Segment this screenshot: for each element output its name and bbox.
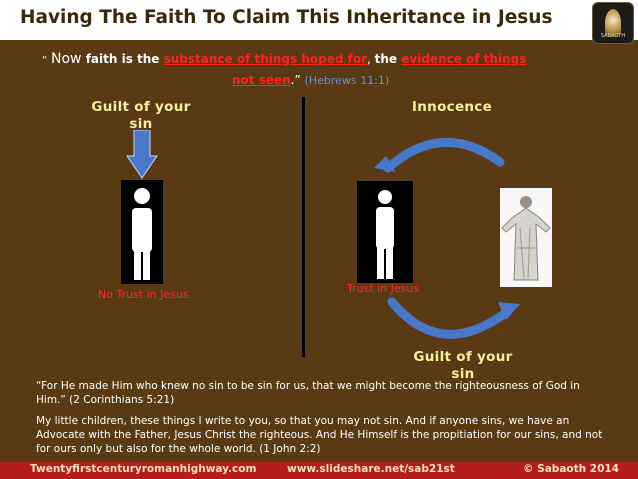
hebrews-quote-line-1: “ Now faith is the substance of things h… xyxy=(42,51,526,67)
quote-comma: , xyxy=(367,52,375,66)
trusting-person-box xyxy=(357,181,413,283)
logo-emblem xyxy=(605,9,621,37)
footer-copyright: © Sabaoth 2014 xyxy=(523,463,619,475)
quote-now: Now xyxy=(51,51,82,67)
footer-site[interactable]: Twentyfirstcenturyromanhighway.com xyxy=(30,463,257,475)
footer-url[interactable]: www.slideshare.net/sab21st xyxy=(287,463,455,475)
quote-evidence-1: evidence of things xyxy=(401,52,527,66)
quote-close: .” xyxy=(290,73,305,87)
quote-the: the xyxy=(374,52,402,66)
panel-divider xyxy=(302,97,305,357)
left-guilt-label: Guilt of your sin xyxy=(91,99,191,132)
hebrews-quote-line-2: not seen.” (Hebrews 11:1) xyxy=(232,73,389,87)
jesus-image-box xyxy=(500,188,552,287)
quote-evidence-2: not seen xyxy=(232,73,291,87)
curved-arrow-icon xyxy=(374,138,505,173)
guilty-person-box xyxy=(121,180,163,284)
quote-reference: (Hebrews 11:1) xyxy=(304,74,390,87)
no-trust-status: No Trust in Jesus xyxy=(98,288,189,301)
right-guilt-label: Guilt of your sin xyxy=(413,349,513,382)
jesus-figure-icon xyxy=(501,196,551,281)
logo-text: SABAOTH xyxy=(600,33,626,39)
slide-title: Having The Faith To Claim This Inheritan… xyxy=(20,7,553,28)
title-bar: Having The Faith To Claim This Inheritan… xyxy=(0,0,638,44)
corinthians-verse: “For He made Him who knew no sin to be s… xyxy=(36,380,580,406)
person-silhouette-icon xyxy=(132,188,152,280)
quote-open: “ xyxy=(42,55,48,66)
down-arrow-icon xyxy=(126,130,158,179)
sabaoth-logo-icon: SABAOTH xyxy=(592,2,634,44)
trust-status: Trust in Jesus xyxy=(347,282,420,295)
john-verse: My little children, these things I write… xyxy=(36,415,603,455)
innocence-label: Innocence xyxy=(411,99,493,115)
quote-faith: faith is the xyxy=(81,52,164,66)
curved-arrow-icon xyxy=(387,297,520,339)
footer-bar xyxy=(0,462,638,479)
quote-substance: substance of things hoped for xyxy=(163,52,368,66)
person-silhouette-icon xyxy=(376,190,394,279)
